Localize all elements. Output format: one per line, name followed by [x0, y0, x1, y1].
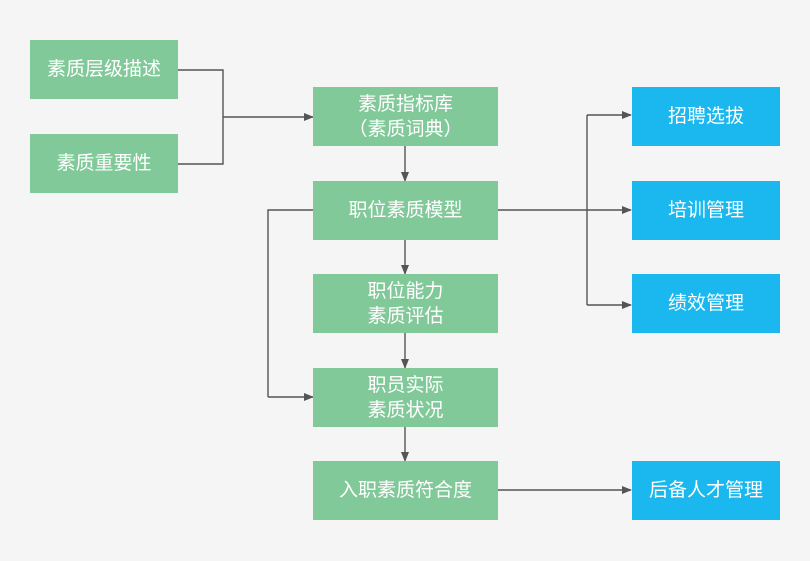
- node-employee-status-line-2: 素质状况: [367, 398, 444, 421]
- node-indicator-library-line-1: 素质指标库: [357, 92, 453, 115]
- node-fit-degree: 入职素质符合度: [313, 461, 498, 520]
- node-succession: 后备人才管理: [632, 461, 780, 520]
- node-performance-label: 绩效管理: [667, 292, 744, 314]
- node-ability-evaluation-line-1: 职位能力: [367, 279, 444, 302]
- node-succession-label: 后备人才管理: [648, 479, 763, 501]
- node-training: 培训管理: [632, 181, 780, 240]
- node-level-description: 素质层级描述: [30, 40, 178, 99]
- node-recruitment-label: 招聘选拔: [667, 105, 744, 127]
- node-performance: 绩效管理: [632, 274, 780, 333]
- node-indicator-library: 素质指标库 （素质词典）: [313, 87, 498, 146]
- node-position-model: 职位素质模型: [313, 181, 498, 240]
- connector-importance: [178, 117, 224, 165]
- node-ability-evaluation: 职位能力 素质评估: [313, 274, 498, 333]
- connector-level-description: [178, 69, 224, 117]
- connector-model-loop: [267, 209, 313, 397]
- node-fit-degree-label: 入职素质符合度: [338, 479, 472, 501]
- node-recruitment: 招聘选拔: [632, 87, 780, 146]
- node-indicator-library-line-2: （素质词典）: [348, 117, 463, 140]
- node-level-description-label: 素质层级描述: [46, 58, 161, 80]
- node-ability-evaluation-line-2: 素质评估: [367, 304, 444, 327]
- node-employee-status-line-1: 职员实际: [367, 373, 444, 396]
- node-importance: 素质重要性: [30, 134, 178, 193]
- node-employee-status: 职员实际 素质状况: [313, 368, 498, 427]
- node-training-label: 培训管理: [667, 199, 744, 221]
- node-position-model-label: 职位素质模型: [348, 199, 463, 221]
- node-importance-label: 素质重要性: [56, 152, 152, 174]
